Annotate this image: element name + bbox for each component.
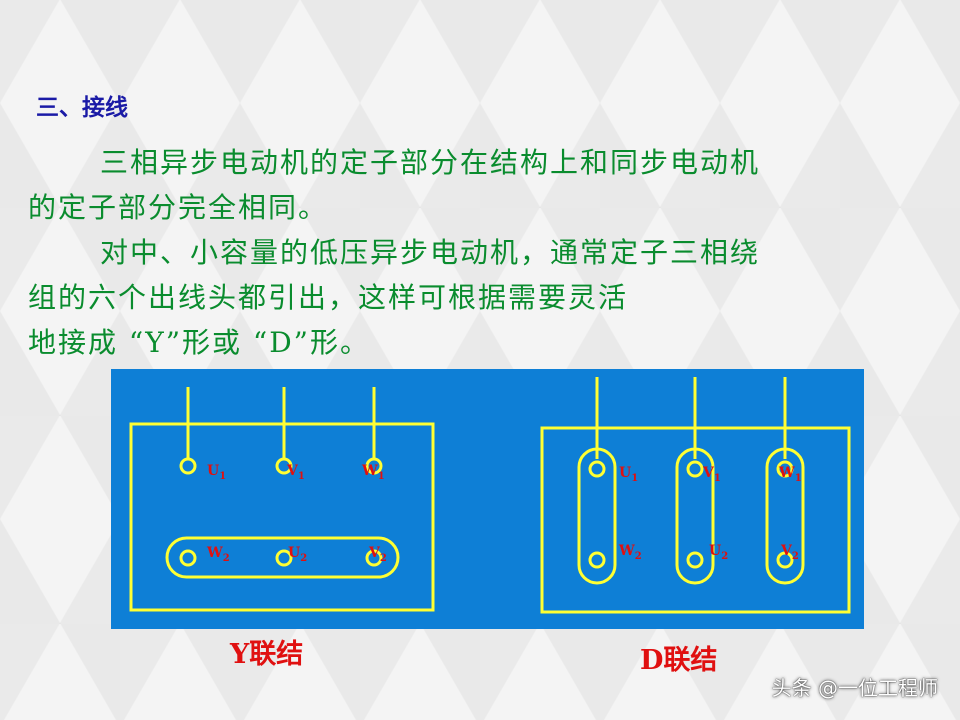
y-terminal-w2	[179, 549, 197, 567]
paragraph-2-line-1: 对中、小容量的低压异步电动机，通常定子三相绕	[100, 236, 761, 269]
y-label-bottom-3: V2	[368, 545, 387, 564]
y-terminal-w1	[365, 457, 383, 475]
y-terminal-u2	[275, 549, 293, 567]
d-terminal-v2	[776, 551, 794, 569]
d-terminal-v1	[686, 460, 704, 478]
d-label-top-3: W1	[778, 465, 802, 484]
d-link-2	[675, 447, 715, 585]
d-label-top-1: U1	[619, 465, 638, 484]
y-connection-caption: Y联结	[230, 639, 304, 670]
d-link-1	[577, 447, 617, 585]
d-terminal-w1	[776, 460, 794, 478]
y-label-bottom-1: W2	[206, 545, 230, 564]
y-label-top-3: W1	[361, 463, 385, 482]
d-label-bottom-3: V2	[780, 543, 799, 562]
y-label-top-2: V1	[286, 463, 305, 482]
y-label-bottom-2: U2	[288, 545, 307, 564]
section-heading: 三、接线	[36, 95, 128, 121]
y-label-top-1: U1	[207, 463, 226, 482]
d-label-bottom-1: W2	[618, 543, 642, 562]
wiring-diagram: U1 V1 W1 W2 U2 V2 U1 V1 W1 W2 U2 V2	[129, 377, 851, 614]
d-label-bottom-2: U2	[709, 543, 728, 562]
y-star-link	[165, 536, 400, 579]
paragraph-1-line-1: 三相异步电动机的定子部分在结构上和同步电动机	[100, 146, 761, 179]
watermark: 头条 @一位工程师	[771, 676, 938, 700]
d-terminal-w2	[588, 551, 606, 569]
d-terminal-u2	[686, 551, 704, 569]
d-connection-caption: D联结	[640, 645, 718, 676]
y-terminal-u1	[179, 457, 197, 475]
paragraph-1-line-2: 的定子部分完全相同。	[28, 191, 329, 224]
y-terminal-v1	[275, 457, 293, 475]
y-terminal-box	[129, 422, 435, 612]
d-link-3	[765, 447, 805, 585]
y-terminal-v2	[365, 549, 383, 567]
body-text: 三相异步电动机的定子部分在结构上和同步电动机 的定子部分完全相同。 对中、小容量…	[28, 140, 948, 365]
wiring-diagram-panel: U1 V1 W1 W2 U2 V2 U1 V1 W1 W2 U2 V2	[111, 369, 864, 629]
paragraph-2-line-2: 组的六个出线头都引出，这样可根据需要灵活	[28, 281, 629, 314]
paragraph-2-line-3: 地接成 “Y”形或 “D”形。	[28, 326, 370, 359]
d-terminal-u1	[588, 460, 606, 478]
d-label-top-2: V1	[702, 465, 721, 484]
